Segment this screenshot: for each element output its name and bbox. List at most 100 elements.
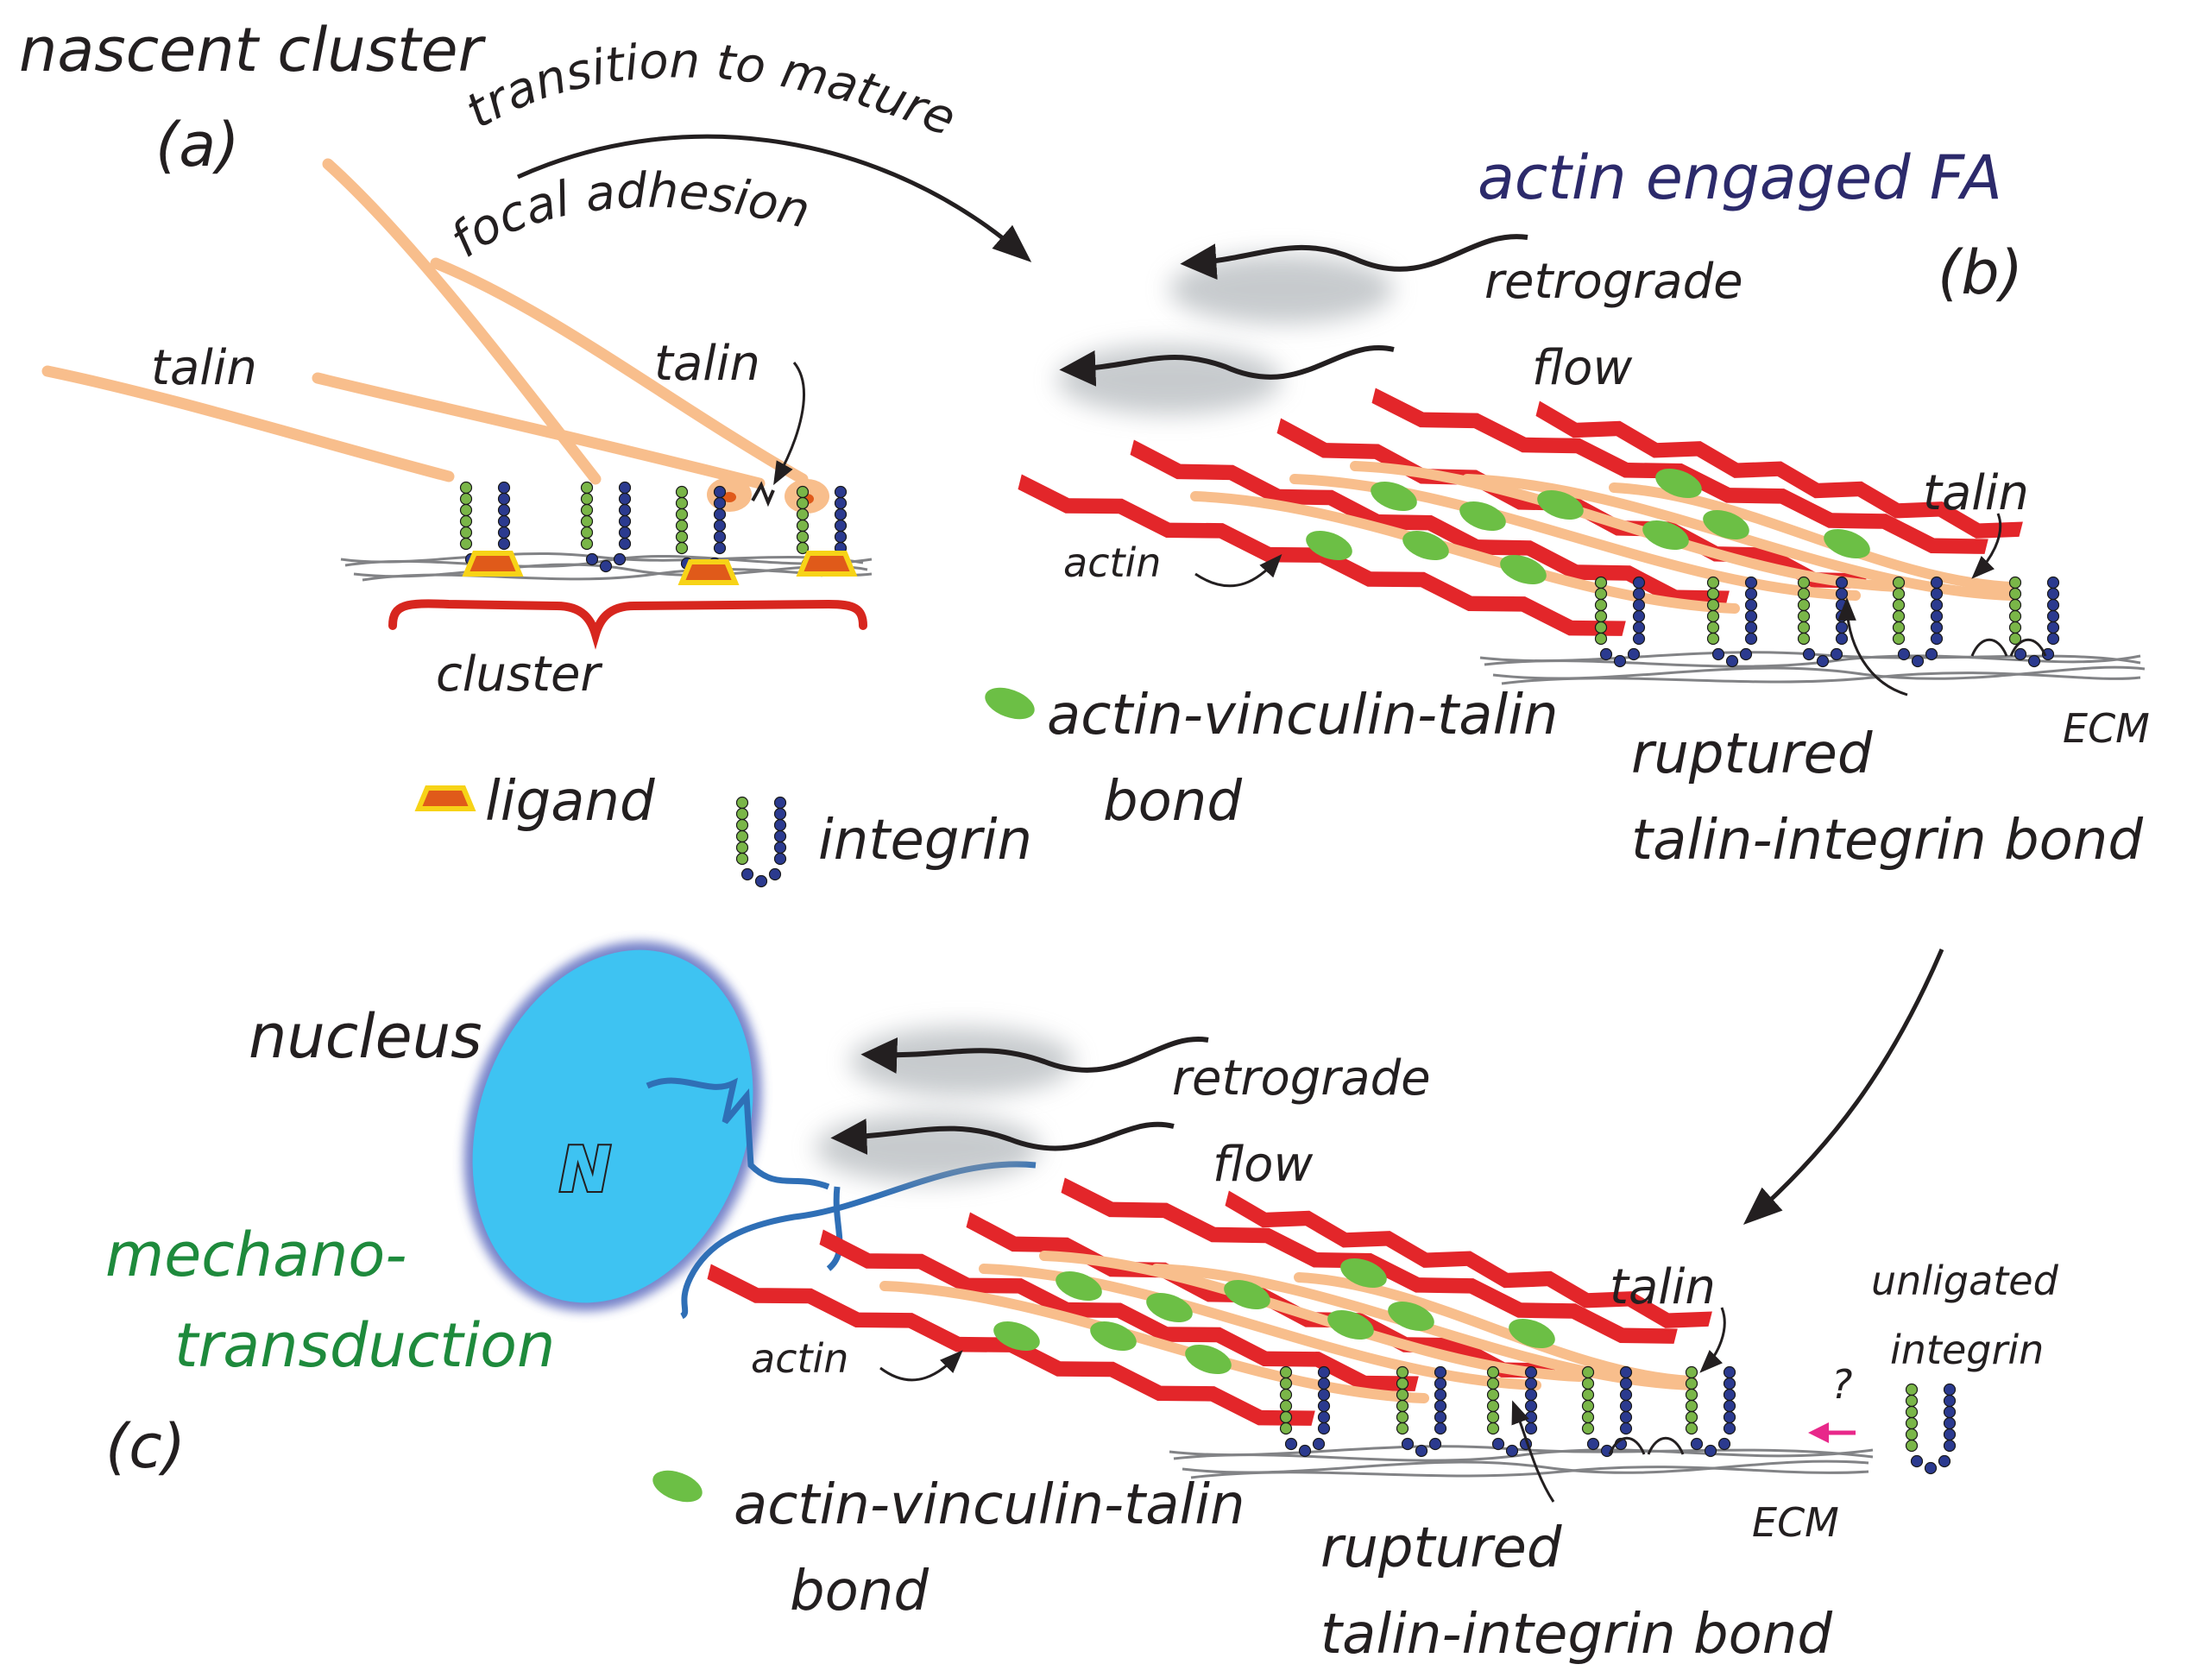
talin-strand (430, 257, 809, 485)
mechano-label-line1: mechano- (105, 1220, 406, 1290)
retrograde-flow-arrow (860, 1037, 1209, 1074)
ligand-legend-icon (414, 785, 476, 811)
actin-filament (1225, 1190, 1712, 1328)
vinculin-bond (1655, 468, 1702, 499)
actin-filaments-b (1018, 388, 2023, 636)
actin-label-b: actin (1063, 539, 1161, 586)
vinculin-bond (993, 1321, 1040, 1352)
talin-strand (312, 372, 766, 489)
actin-pointer-c (879, 1350, 963, 1382)
talin-strands-c (879, 1251, 1697, 1403)
vinculin-bond (1340, 1258, 1387, 1289)
ligand-marker (796, 551, 858, 577)
transition-label-line2: focal adhesion (440, 163, 815, 269)
vinculin-bond (1185, 1344, 1232, 1375)
integrin-icon (1581, 1365, 1633, 1458)
talin-heads-a (707, 477, 829, 514)
mechano-cable (826, 1186, 843, 1271)
integrin-icon (2008, 576, 2060, 668)
retrograde-flow-arrow (830, 1118, 1175, 1155)
ruptured-pointer-b (1837, 596, 1908, 697)
vinculin-bond (1509, 1318, 1555, 1349)
nucleus (472, 949, 753, 1303)
talin-strand (1350, 461, 1904, 592)
panel-a: nascent cluster (a) transition to mature… (19, 15, 1032, 888)
vinculin-bonds-b (1306, 468, 1870, 585)
ruptured-label-c-line1: ruptured (1320, 1516, 1562, 1580)
integrin-icon (675, 485, 727, 577)
ruptured-label-b-line2: talin-integrin bond (1631, 809, 2143, 873)
integrin-legend-icon (735, 796, 787, 888)
integrin-icon (1892, 576, 1944, 668)
integrin-icon (1396, 1365, 1447, 1458)
integrin-icon (580, 481, 632, 573)
talin-strand (1609, 482, 2016, 592)
unligated-label-line2: integrin (1890, 1327, 2044, 1373)
bond-label-b-line1: actin-vinculin-talin (1047, 684, 1559, 747)
talin-label-a-right: talin (654, 336, 760, 392)
vinculin-bond (1703, 509, 1749, 540)
actin-filament (819, 1229, 1419, 1391)
vinculin-bond (1306, 530, 1352, 561)
nascent-cluster-heading: nascent cluster (19, 15, 487, 85)
vinculin-bond (1459, 501, 1506, 532)
ligand-marker (677, 559, 740, 585)
panel-b: actin engaged FA (b) retrograde flow tal… (985, 142, 2150, 1225)
vinculin-legend-icon (985, 687, 1035, 720)
retrograde-label-b-line1: retrograde (1484, 254, 1743, 310)
integrin-icon (1685, 1365, 1736, 1458)
cluster-brace (388, 599, 867, 650)
mechano-label-line2: transduction (174, 1310, 555, 1381)
vinculin-bond (1371, 481, 1417, 512)
cluster-label: cluster (436, 646, 602, 703)
bond-label-c-line2: bond (790, 1560, 929, 1623)
unligated-label-line1: unligated (1871, 1258, 2059, 1304)
actin-pointer-b (1194, 554, 1282, 588)
vinculin-bond (1146, 1292, 1193, 1323)
vinculin-bond (1388, 1301, 1434, 1332)
bond-label-b-line2: bond (1103, 770, 1242, 834)
vinculin-bond (1500, 554, 1547, 585)
vinculin-bond (1224, 1279, 1270, 1310)
vinculin-legend-icon-c (652, 1470, 703, 1503)
vinculin-bond (1402, 530, 1449, 561)
transition-arrow (516, 134, 1032, 262)
talin-pointer-a (773, 362, 805, 486)
integrin-icon (1797, 576, 1849, 668)
actin-filament (1061, 1177, 1678, 1344)
actin-filaments-c (707, 1177, 1712, 1426)
vinculin-bonds-c (993, 1258, 1555, 1375)
ligand-marker (462, 551, 524, 577)
talin-strand (322, 158, 602, 485)
integrin-legend-label: integrin (818, 809, 1032, 873)
integrin-icon (1706, 576, 1758, 668)
ecm-label-c: ECM (1752, 1499, 1839, 1546)
vinculin-bond (1090, 1321, 1137, 1352)
talin-strand (1039, 1251, 1585, 1382)
retrograde-flow-arrow (1180, 234, 1528, 281)
talin-strands-a (41, 158, 809, 489)
ruptured-gap-b (1970, 638, 2047, 657)
integrin-icon (1594, 576, 1646, 668)
integrins-b (1594, 576, 2060, 668)
talin-label-a-left: talin (151, 340, 257, 396)
panel-c: nucleus N mechano- transduction (c) retr… (105, 941, 2059, 1667)
retrograde-flow-arrow (1059, 345, 1395, 387)
ruptured-gap-c (1608, 1436, 1685, 1455)
integrin-icon (1279, 1365, 1331, 1458)
panel-a-tag: (a) (155, 110, 240, 180)
unligated-arrowhead (1808, 1422, 1829, 1443)
mechano-cable (646, 1077, 830, 1190)
talin-strand (1190, 491, 1740, 614)
nucleus-label: nucleus (249, 1001, 482, 1072)
vinculin-bond (1824, 528, 1870, 559)
ecm-fibers-c (1169, 1445, 1874, 1479)
actin-label-c: actin (751, 1335, 848, 1382)
bond-label-c-line1: actin-vinculin-talin (734, 1473, 1245, 1537)
talin-strand (1294, 1272, 1697, 1386)
talin-label-c: talin (1610, 1259, 1716, 1315)
talin-pointer-c (1699, 1307, 1726, 1373)
retrograde-label-c-line2: flow (1213, 1137, 1313, 1193)
nucleus-letter: N (559, 1133, 611, 1206)
transition-label-line1: transition to mature (457, 33, 963, 147)
